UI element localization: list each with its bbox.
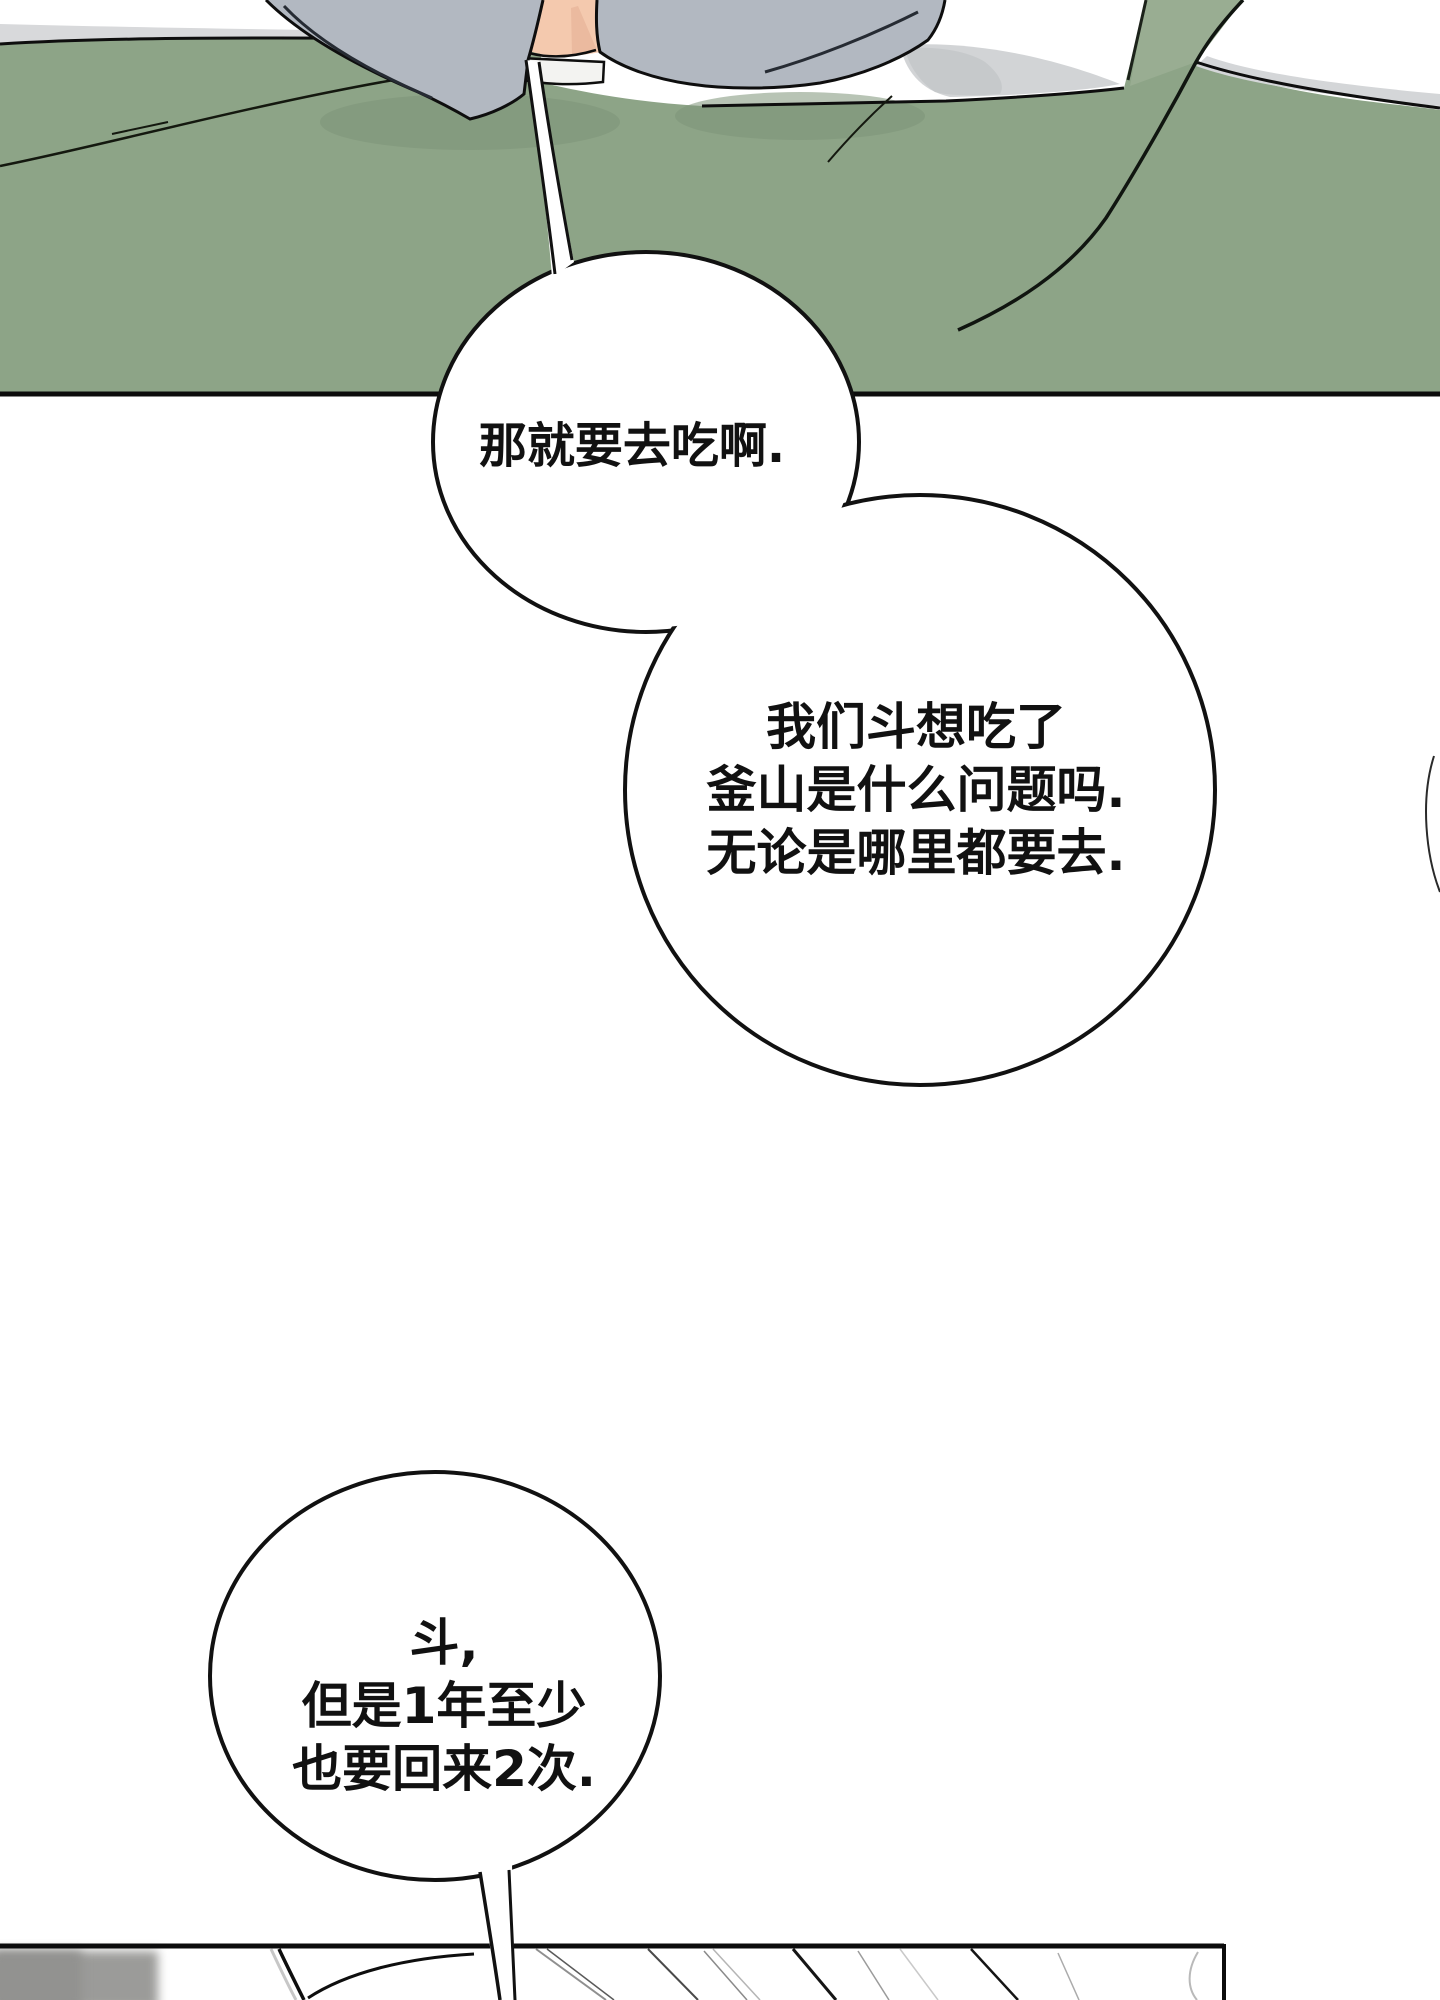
hair-strand bbox=[546, 1948, 615, 2000]
bubble-3-text-line: 也要回来2次. bbox=[292, 1740, 596, 1798]
left-sleeve-outline bbox=[264, 0, 545, 121]
right-sleeve-outline bbox=[594, 0, 947, 90]
blanket-highlight-band bbox=[1130, 0, 1243, 86]
bubble-1-tail-fill bbox=[526, 60, 574, 278]
pillow-arc bbox=[1188, 1951, 1199, 2000]
hair-strand bbox=[535, 1948, 607, 2000]
head-outline bbox=[277, 1948, 306, 2000]
blanket-top-outline-far-right bbox=[1195, 60, 1440, 110]
bubble-2-text-line: 我们斗想吃了 bbox=[766, 698, 1066, 756]
hair-strand bbox=[647, 1948, 699, 2000]
top-panel bbox=[0, 0, 1440, 893]
hair-top-curve bbox=[307, 1952, 475, 2000]
blanket-edge-curl bbox=[1425, 755, 1440, 893]
bubble-3-tail-left-line bbox=[478, 1871, 502, 2000]
couch-seam-line bbox=[957, 0, 1245, 332]
right-sleeve bbox=[596, 0, 945, 89]
hair-strand bbox=[899, 1948, 939, 2000]
speech-bubble-2 bbox=[623, 493, 1217, 1087]
blanket-fold-tick bbox=[111, 121, 169, 135]
bottom-panel bbox=[0, 1943, 1226, 2000]
hair-strand bbox=[791, 1948, 838, 2000]
speech-bubble-3 bbox=[208, 1470, 662, 1882]
hair-strand bbox=[970, 1948, 1019, 2000]
right-sleeve-seam bbox=[764, 10, 919, 74]
speech-bubble-3-group bbox=[208, 1470, 662, 2000]
bubble-2-text-line: 釜山是什么问题吗. bbox=[706, 761, 1126, 819]
couch-seam-line-short bbox=[1126, 0, 1148, 81]
bubble-3-tail-right-line bbox=[507, 1869, 517, 2000]
hair-strand bbox=[703, 1950, 748, 2000]
bubble-1-tail-right-line bbox=[537, 61, 574, 261]
bubble-2-text: 我们斗想吃了 釜山是什么问题吗. 无论是哪里都要去. bbox=[707, 696, 1126, 885]
bubble-2-text-line: 无论是哪里都要去. bbox=[706, 824, 1126, 882]
blurred-furniture-dark bbox=[0, 1951, 82, 2000]
blanket-top-outline-right bbox=[701, 86, 1125, 108]
left-sleeve bbox=[266, 0, 543, 119]
bubble-1-text-line: 那就要去吃啊. bbox=[478, 418, 786, 474]
skin-bottom-outline bbox=[528, 48, 597, 58]
speech-bubbles-top bbox=[431, 59, 1217, 1087]
wedge-shadow bbox=[1196, 56, 1440, 106]
green-blanket bbox=[0, 0, 1440, 394]
hair-strand bbox=[1057, 1952, 1080, 2000]
skin-shading bbox=[571, 6, 596, 55]
blanket-fold-line-right bbox=[827, 95, 893, 163]
bubble-3-text-line: 斗, bbox=[409, 1614, 479, 1672]
mattress-shadow-dark bbox=[905, 47, 1002, 96]
bubble-merge-patch bbox=[437, 256, 855, 628]
bubble-3-text-line: 但是1年至少 bbox=[301, 1677, 587, 1735]
hair-strand bbox=[857, 1950, 890, 2000]
bubble-3-tail-fill bbox=[478, 1864, 515, 2000]
hair-strand bbox=[712, 1948, 761, 2000]
head-outline-highlight bbox=[269, 1948, 298, 2000]
left-sleeve-seam bbox=[282, 4, 433, 100]
bubble-1-tail-left-line bbox=[524, 59, 557, 275]
bubble-3-text: 斗, 但是1年至少 也要回来2次. bbox=[292, 1612, 596, 1801]
